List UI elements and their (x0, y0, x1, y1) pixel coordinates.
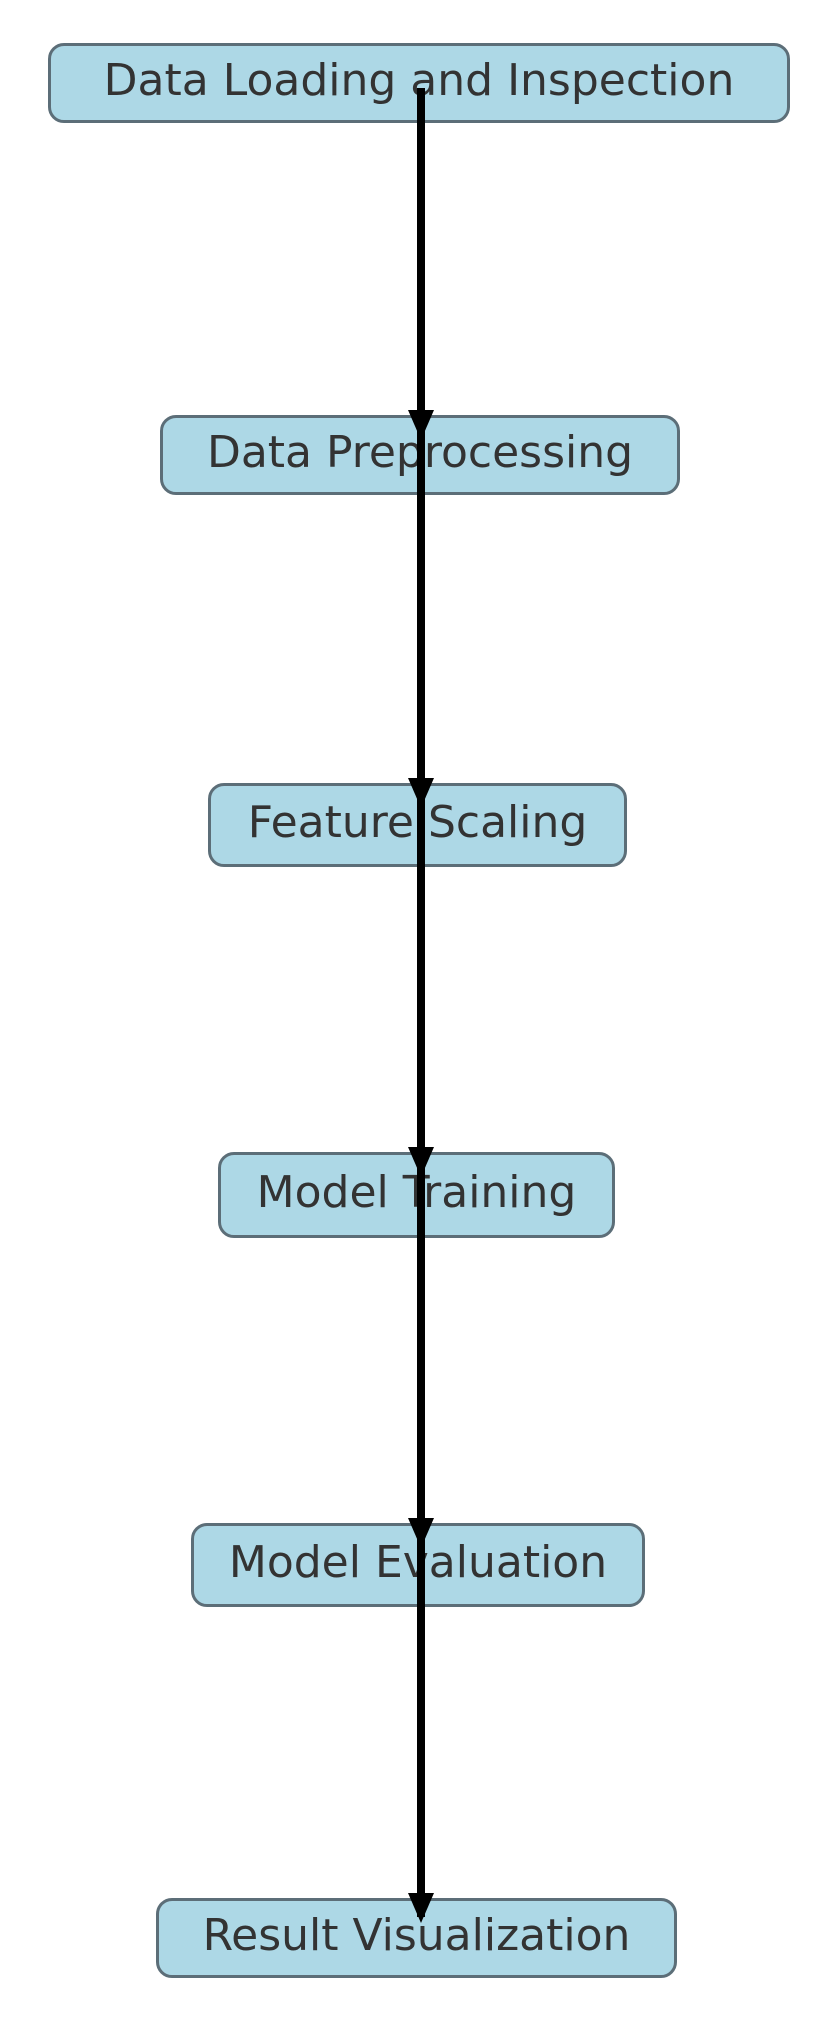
arrow-down-head-icon (408, 1893, 434, 1923)
arrow-down-head-icon (408, 1147, 434, 1177)
node-label-train: Model Training (256, 1167, 577, 1218)
flow-connector-line (417, 88, 425, 1917)
arrow-down-head-icon (408, 1518, 434, 1548)
arrow-down-head-icon (408, 410, 434, 440)
arrow-down-head-icon (408, 778, 434, 808)
